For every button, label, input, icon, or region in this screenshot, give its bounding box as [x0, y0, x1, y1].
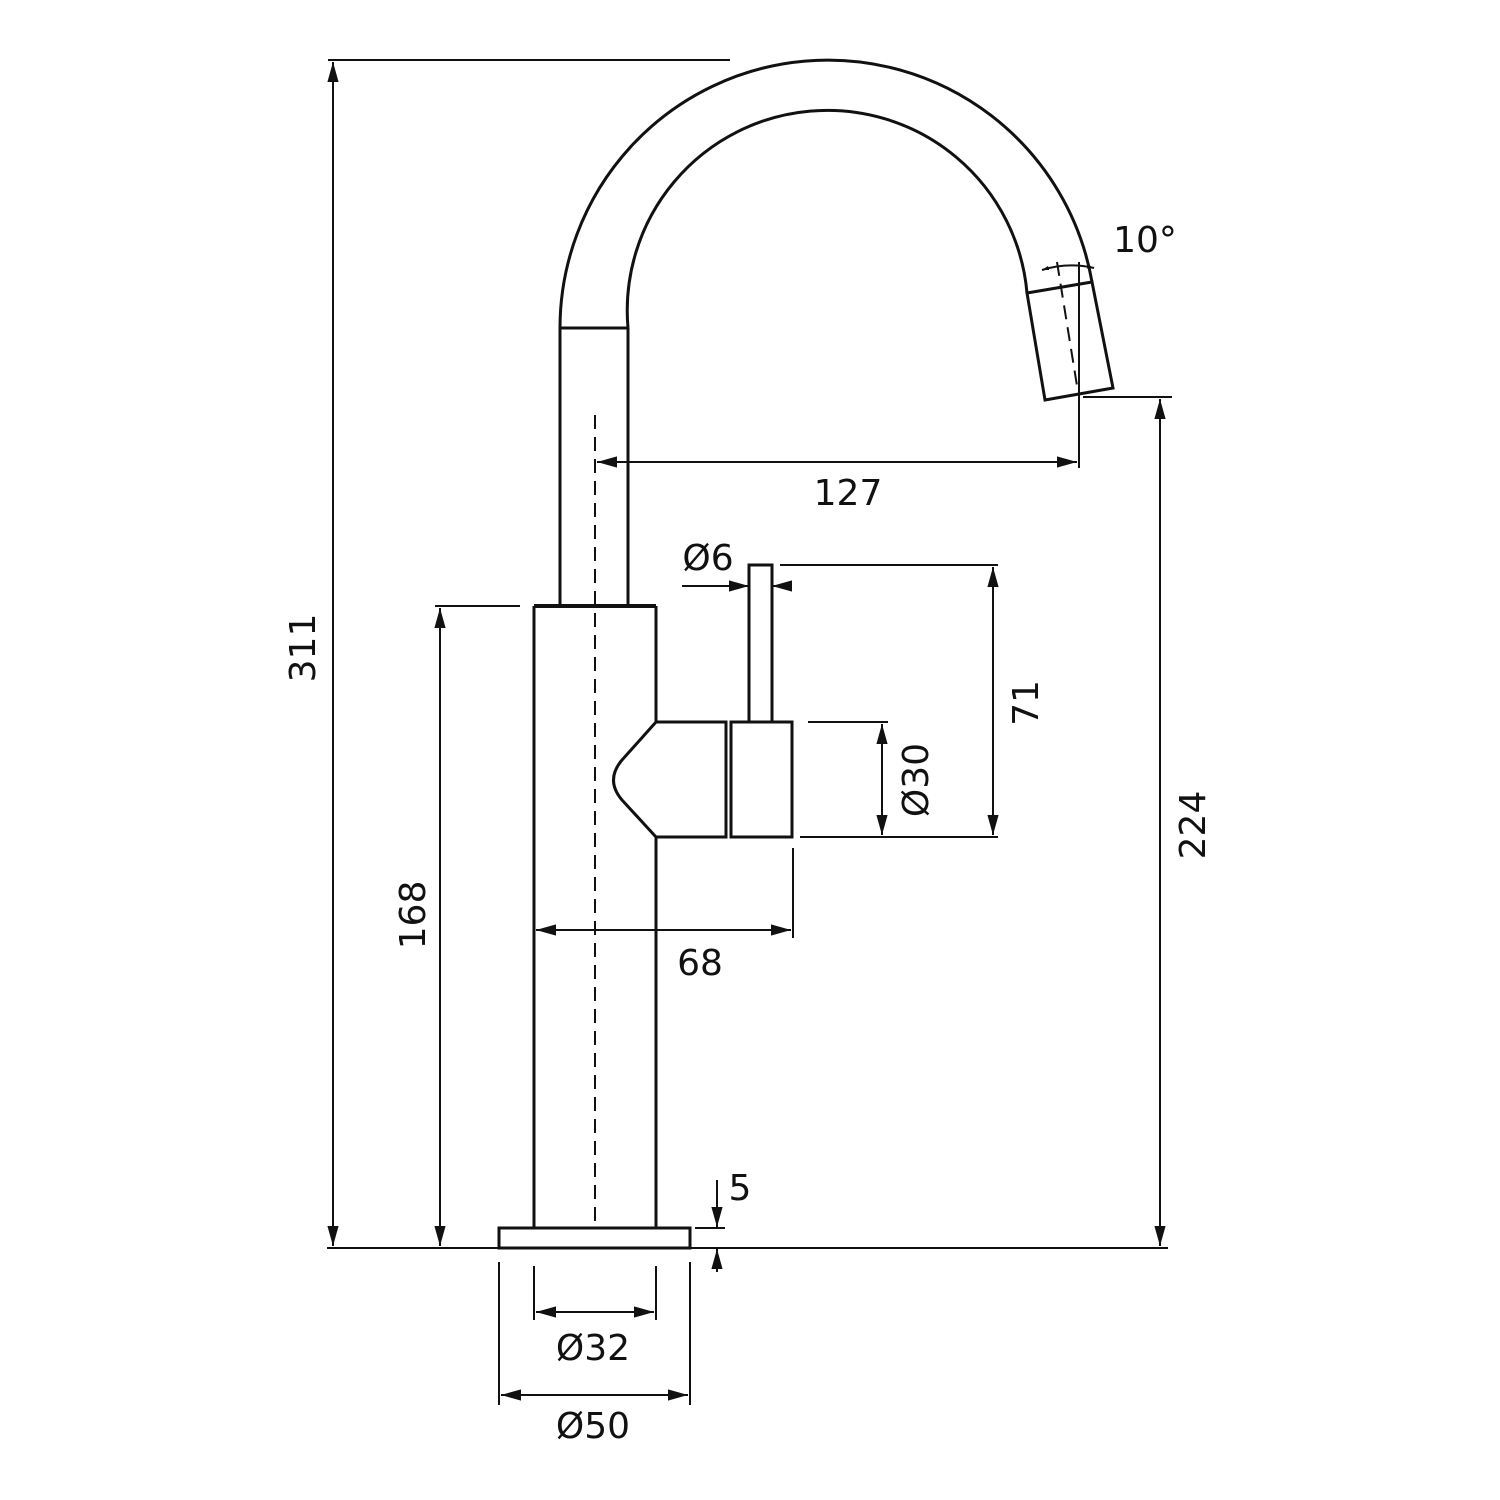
nozzle-centerline	[1056, 261, 1079, 393]
dim-label-30: Ø30	[896, 743, 937, 817]
dim-label-127: 127	[814, 473, 883, 514]
lever-stem	[747, 563, 774, 724]
spout-outer-arc	[558, 58, 1094, 329]
dim-label-6: Ø6	[682, 538, 733, 579]
dim-label-5: 5	[729, 1168, 752, 1209]
spout-inner-arc	[625, 108, 1029, 329]
dim-label-50: Ø50	[556, 1406, 630, 1447]
spout-nozzle	[1025, 280, 1115, 402]
dim-label-71: 71	[1006, 680, 1047, 726]
handle-boss	[612, 720, 728, 839]
handle-cap	[729, 720, 794, 839]
dim-label-224: 224	[1173, 791, 1214, 860]
base-plate	[497, 1226, 692, 1250]
dim-arc-10deg	[1041, 264, 1095, 271]
dim-label-10deg: 10°	[1113, 220, 1177, 261]
dim-label-68: 68	[677, 943, 723, 984]
dim-label-311: 311	[283, 614, 324, 683]
dim-label-168: 168	[393, 881, 434, 950]
dim-label-32: Ø32	[556, 1328, 630, 1369]
faucet-outline	[497, 58, 1115, 1250]
